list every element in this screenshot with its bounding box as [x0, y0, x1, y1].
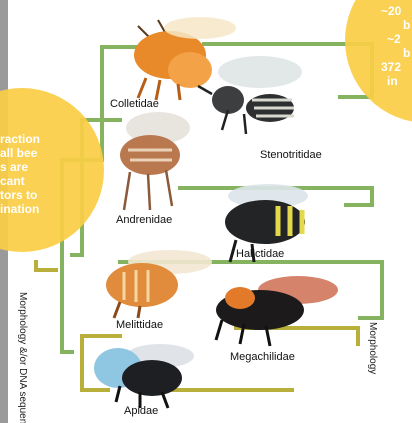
branch-olive-root — [36, 262, 56, 270]
branch-megachilidae — [236, 328, 358, 344]
callout-left-line: raction — [0, 132, 100, 146]
callout-right-line: b — [381, 46, 412, 60]
family-label-megachilidae: Megachilidae — [230, 351, 295, 363]
family-label-andrenidae: Andrenidae — [116, 214, 172, 226]
callout-left-line: tors to — [0, 188, 100, 202]
callout-right-line: 372 — [381, 60, 412, 74]
family-label-halictidae: Halictidae — [236, 248, 284, 260]
family-label-melittidae: Melittidae — [116, 319, 163, 331]
callout-right-line: ~20 — [381, 4, 412, 18]
family-label-stenotritidae: Stenotritidae — [260, 149, 322, 161]
bee-andrenidae-image — [120, 112, 190, 210]
bee-stenotritidae-image — [198, 56, 302, 134]
bee-megachilidae-image — [216, 276, 338, 346]
callout-left-line: ination — [0, 202, 100, 216]
label-morphology-dna: Morphology &/or DNA sequences — [17, 292, 28, 423]
family-label-colletidae: Colletidae — [110, 98, 159, 110]
callout-right-line: ~2 — [381, 32, 412, 46]
label-morphology: Morphology — [367, 322, 378, 374]
callout-right-line: in — [381, 74, 412, 88]
family-label-apidae: Apidae — [124, 405, 158, 417]
callout-right-line: b — [381, 18, 412, 32]
bee-apidae-image — [94, 344, 194, 408]
callout-left-line: cant — [0, 174, 100, 188]
callout-left-line: all bee — [0, 146, 100, 160]
callout-left-line: s are — [0, 160, 100, 174]
